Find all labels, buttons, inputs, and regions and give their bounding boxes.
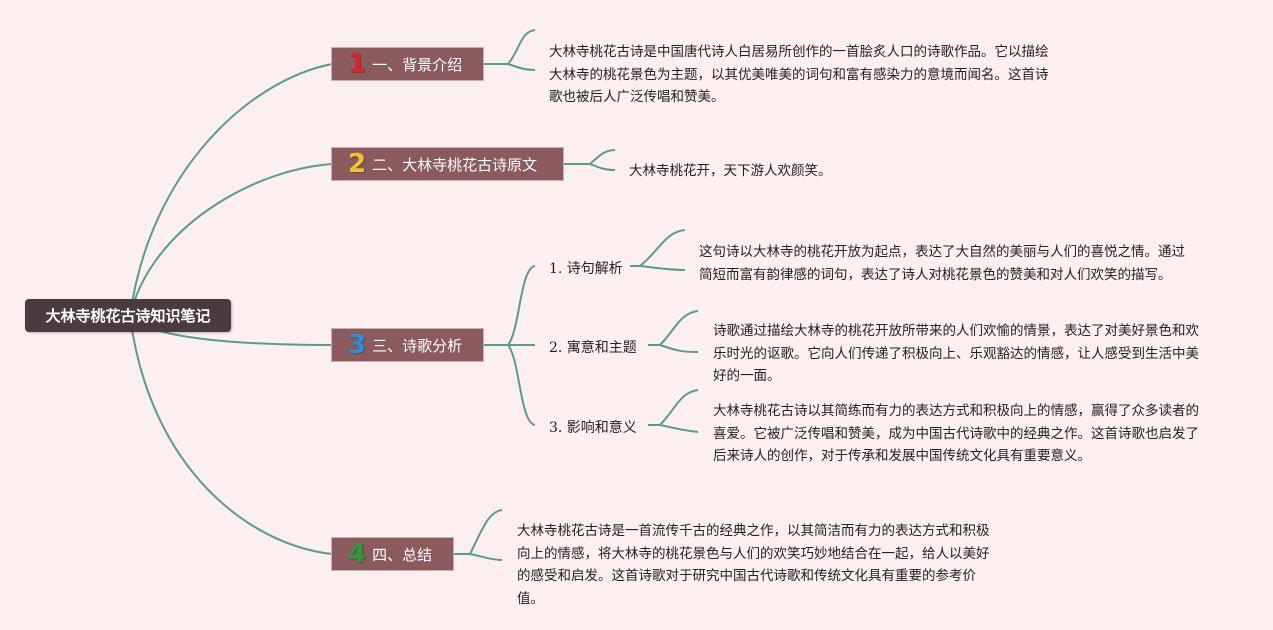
link-root-b4 [129,315,333,555]
number-4-icon: 4 [348,539,367,569]
sub-topic-influence[interactable]: 3. 影响和意义 [549,420,637,436]
meaning-theme-text: 诗歌通过描绘大林寺的桃花开放所带来的人们欢愉的情景，表达了对美好景色和欢乐时光的… [713,323,1199,384]
link-b4-text [454,509,503,561]
link-root-b2 [129,163,333,317]
number-3-icon: 3 [348,330,367,360]
link-sub2-text [648,310,699,353]
link-b3-subs [484,265,536,426]
link-sub3-text [648,389,699,433]
branch-label: 四、总结 [372,545,433,564]
background-text: 大林寺桃花古诗是中国唐代诗人白居易所创作的一首脍炙人口的诗歌作品。它以描绘大林寺… [549,44,1049,105]
verse-analysis-text: 这句诗以大林寺的桃花开放为起点，表达了大自然的美丽与人们的喜悦之情。通过简短而富… [699,244,1185,283]
branch-label: 二、大林寺桃花古诗原文 [372,155,538,174]
sub-topic-verse-analysis[interactable]: 1. 诗句解析 [549,261,623,277]
branch-original-text[interactable]: 2 二、大林寺桃花古诗原文 [331,147,564,181]
branch-background[interactable]: 1 一、背景介绍 [331,47,484,81]
branch-analysis[interactable]: 3 三、诗歌分析 [331,328,484,362]
summary-text: 大林寺桃花古诗是一首流传千古的经典之作，以其简洁而有力的表达方式和积极向上的情感… [517,523,990,607]
root-title: 大林寺桃花古诗知识笔记 [45,307,211,325]
branch-summary[interactable]: 4 四、总结 [331,537,454,571]
link-b1-text [484,29,536,71]
branch-label: 一、背景介绍 [372,55,463,74]
number-1-icon: 1 [348,49,367,79]
branch-label: 三、诗歌分析 [372,336,463,355]
link-b2-text [564,149,616,171]
original-text: 大林寺桃花开，天下游人欢颜笑。 [629,163,832,179]
link-root-b1 [129,63,333,317]
influence-text: 大林寺桃花古诗以其简练而有力的表达方式和积极向上的情感，赢得了众多读者的喜爱。它… [713,403,1199,464]
root-topic[interactable]: 大林寺桃花古诗知识笔记 [25,299,231,332]
number-2-icon: 2 [348,149,367,179]
link-sub1-text [630,229,686,271]
sub-topic-meaning-theme[interactable]: 2. 寓意和主题 [549,340,637,356]
